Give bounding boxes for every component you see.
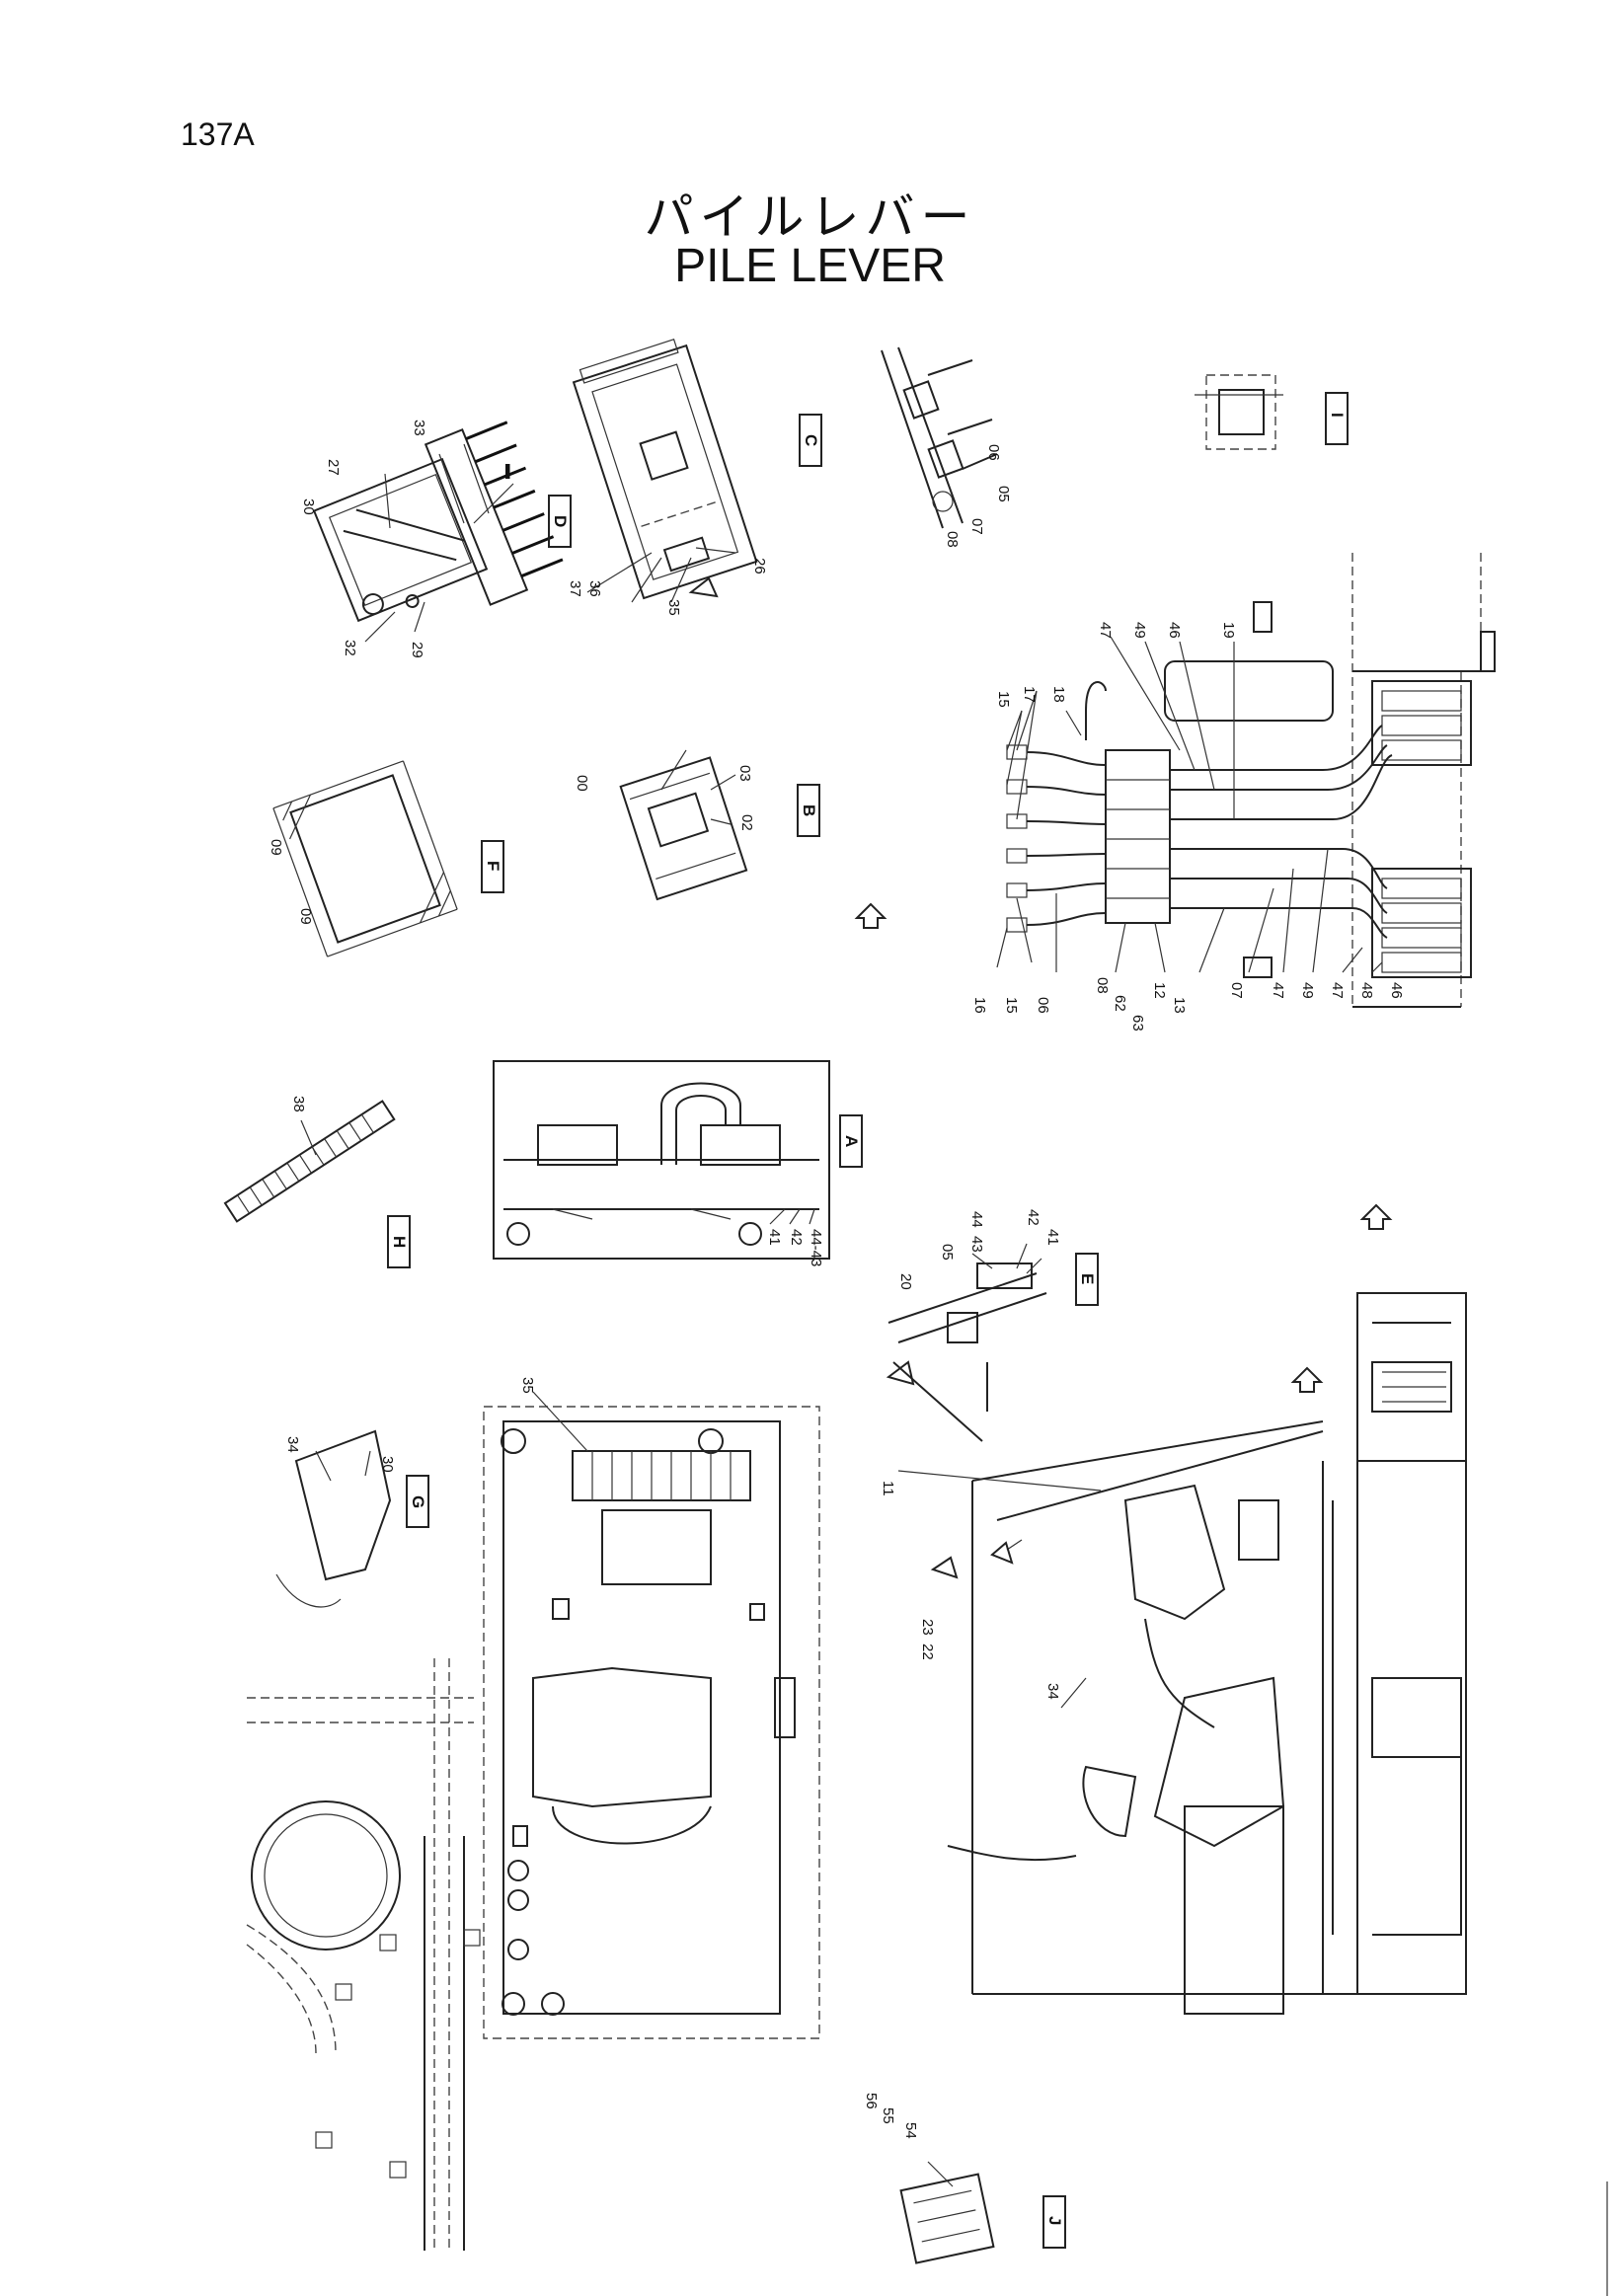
side-view-seat: 11 23 22 34	[880, 1203, 1467, 2015]
callout-00-b: 00	[574, 775, 590, 792]
callout-26: 26	[751, 558, 768, 574]
view-arrow-a-label: ▬	[501, 464, 518, 479]
callout-30: 30	[300, 498, 317, 515]
callout-06-main: 06	[1035, 997, 1051, 1014]
view-i-detail	[1195, 374, 1283, 450]
callout-49-top: 49	[1131, 622, 1148, 639]
callout-35: 35	[665, 599, 682, 616]
view-h-detail: 38	[223, 1096, 396, 1223]
callout-32: 32	[342, 640, 358, 656]
callout-63: 63	[1129, 1015, 1146, 1032]
callout-23: 23	[919, 1619, 936, 1636]
left-plan-view	[246, 1658, 481, 2251]
callout-20-e: 20	[897, 1273, 914, 1290]
view-f-detail: 09 09	[268, 760, 458, 957]
callout-08-main: 08	[1094, 977, 1111, 994]
callout-47-bottom-a: 47	[1270, 982, 1286, 999]
callout-07-main: 07	[1228, 982, 1245, 999]
view-tag-h: H	[387, 1215, 411, 1268]
view-j-detail: 56 55 54	[863, 2093, 995, 2264]
callout-08-rail: 08	[944, 531, 961, 548]
view-b-detail: 00 03 02	[574, 749, 887, 929]
view-tag-e-label: E	[1078, 1273, 1097, 1284]
view-tag-c-label: C	[802, 434, 820, 446]
callout-35-plan: 35	[519, 1377, 536, 1394]
callout-03-b: 03	[736, 765, 753, 782]
callout-09-f-top: 09	[268, 839, 284, 856]
callout-42-e: 42	[1025, 1209, 1041, 1226]
callout-46-bottom: 46	[1388, 982, 1405, 999]
callout-11: 11	[880, 1481, 896, 1496]
view-tag-b: B	[797, 784, 820, 837]
view-a-detail: 41 42 44-43	[493, 1060, 830, 1266]
plan-view: 35	[483, 1377, 820, 2039]
callout-44-43-a: 44-43	[808, 1229, 824, 1266]
callout-37: 37	[567, 580, 583, 597]
view-tag-d: D	[548, 495, 572, 548]
view-tag-f: F	[481, 840, 504, 893]
callout-41-a: 41	[766, 1229, 783, 1246]
title-english: PILE LEVER	[674, 240, 946, 292]
callout-07-rail: 07	[968, 518, 985, 535]
callout-55: 55	[880, 2107, 896, 2124]
view-tag-c: C	[799, 414, 822, 467]
callout-36: 36	[586, 580, 603, 597]
view-tag-b-label: B	[800, 804, 818, 816]
callout-48: 48	[1358, 982, 1375, 999]
callout-34-g: 34	[284, 1436, 301, 1453]
callout-56: 56	[863, 2093, 880, 2109]
view-tag-j: J	[1042, 2195, 1066, 2249]
callout-47-bottom-b: 47	[1329, 982, 1346, 999]
view-c-assembly: 37 36 35 26	[567, 338, 768, 616]
callout-30-g: 30	[379, 1456, 396, 1473]
callout-42-a: 42	[788, 1229, 805, 1246]
callout-09-f-bottom: 09	[297, 908, 314, 925]
callout-34-side: 34	[1044, 1683, 1061, 1700]
view-tag-g: G	[406, 1475, 429, 1528]
callout-43-e: 43	[968, 1236, 985, 1253]
callout-18: 18	[1050, 686, 1067, 703]
rail-assembly: 06 05 07 08	[881, 346, 1012, 548]
view-e-detail: 44 43 42 41 05 20	[886, 1209, 1061, 1442]
callout-49-bottom: 49	[1299, 982, 1316, 999]
callout-05-e: 05	[939, 1244, 956, 1261]
callout-54: 54	[902, 2122, 919, 2139]
view-tag-i: I	[1325, 392, 1349, 445]
view-tag-i-label: I	[1328, 413, 1347, 418]
callout-17: 17	[1021, 686, 1038, 703]
callout-46-top: 46	[1166, 622, 1183, 639]
view-tag-e: E	[1075, 1253, 1099, 1306]
callout-02-b: 02	[738, 814, 755, 831]
callout-62: 62	[1112, 995, 1128, 1012]
callout-47-top: 47	[1097, 622, 1114, 639]
callout-29: 29	[409, 642, 425, 658]
view-tag-d-label: D	[551, 515, 570, 527]
callout-15-bottom: 15	[1003, 997, 1020, 1014]
callout-15-top: 15	[995, 691, 1012, 708]
view-tag-j-label: J	[1045, 2216, 1064, 2225]
view-tag-g-label: G	[409, 1495, 427, 1508]
view-tag-a-label: A	[842, 1135, 861, 1147]
view-d-assembly: 30 27 33 32 29 ▬	[300, 420, 564, 658]
callout-38: 38	[290, 1096, 307, 1112]
callout-05-rail: 05	[995, 486, 1012, 502]
callout-44-e: 44	[968, 1211, 985, 1228]
callout-12: 12	[1151, 982, 1168, 999]
callout-22: 22	[919, 1644, 936, 1660]
callout-41-e: 41	[1044, 1229, 1061, 1246]
callout-19: 19	[1220, 622, 1237, 639]
callout-06-rail: 06	[985, 444, 1002, 461]
valve-hose-assembly: 15 17 18 47 49 46 19 16 15 06 08 62 63 1…	[971, 553, 1496, 1032]
callout-33: 33	[411, 420, 427, 436]
title-japanese: パイルレバー	[644, 190, 976, 245]
callout-16: 16	[971, 997, 988, 1014]
callout-27: 27	[325, 459, 342, 476]
page-number: 137A	[181, 116, 255, 152]
callout-13: 13	[1171, 997, 1188, 1014]
view-tag-h-label: H	[390, 1236, 409, 1248]
view-tag-a: A	[839, 1114, 863, 1168]
view-g-detail: 34 30	[275, 1429, 396, 1608]
view-tag-f-label: F	[484, 861, 502, 871]
